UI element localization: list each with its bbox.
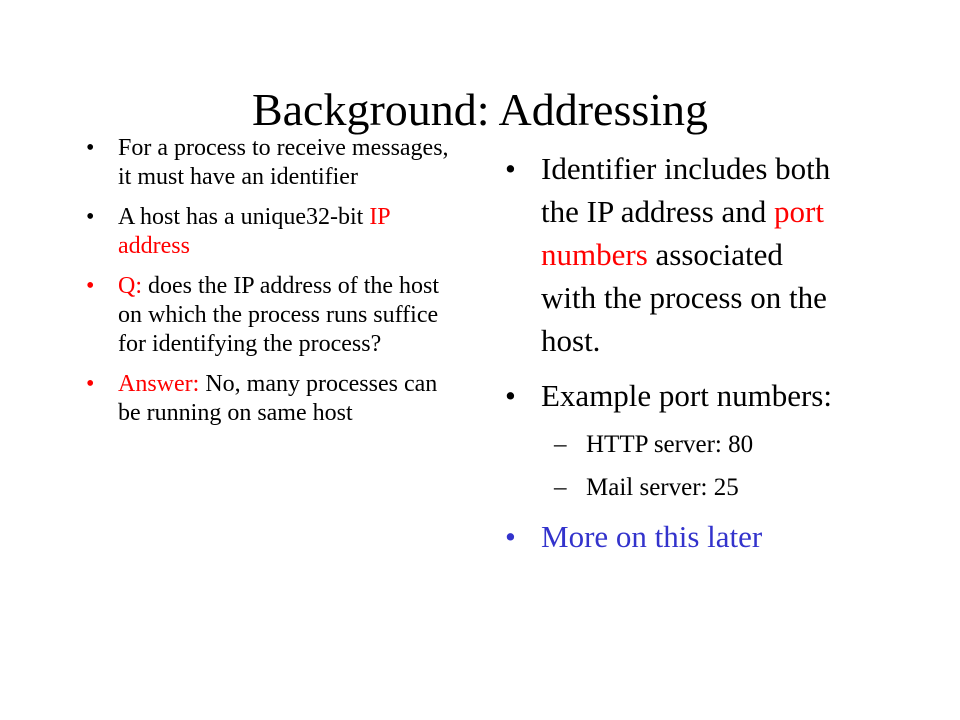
highlight-port-numbers: port numbers (541, 194, 824, 272)
highlight-ip-address: IP address (118, 204, 390, 259)
bullet-question: Q: does the IP address of the host on wh… (86, 272, 456, 359)
left-bullet-list: For a process to receive messages, it mu… (86, 134, 456, 439)
bullet-text: More on this later (541, 519, 763, 554)
sub-item-http: HTTP server: 80 (541, 429, 835, 461)
bullet-text: No, many processes can be running on sam… (118, 371, 438, 426)
bullet-process-identifier: For a process to receive messages, it mu… (86, 134, 456, 192)
bullet-text: does the IP address of the host on which… (118, 273, 440, 357)
bullet-text: Identifier includes both the IP address … (541, 151, 831, 229)
bullet-text: For a process to receive messages, it mu… (118, 135, 449, 190)
bullet-text: Example port numbers: (541, 378, 832, 413)
bullet-text: associated with the process on the host. (541, 237, 827, 358)
bullet-example-ports: Example port numbers: HTTP server: 80 Ma… (505, 374, 835, 504)
question-label: Q: (118, 273, 142, 299)
slide-title: Background: Addressing (251, 84, 709, 135)
bullet-identifier-includes: Identifier includes both the IP address … (505, 147, 835, 362)
sub-item-mail: Mail server: 25 (541, 472, 835, 504)
right-bullet-list: Identifier includes both the IP address … (505, 147, 835, 570)
bullet-answer: Answer: No, many processes can be runnin… (86, 370, 456, 428)
port-sublist: HTTP server: 80 Mail server: 25 (541, 429, 835, 504)
bullet-more-later: More on this later (505, 515, 835, 558)
answer-label: Answer: (118, 371, 200, 397)
bullet-text: A host has a unique32-bit (118, 204, 370, 230)
bullet-host-ip: A host has a unique32-bit IP address (86, 203, 456, 261)
